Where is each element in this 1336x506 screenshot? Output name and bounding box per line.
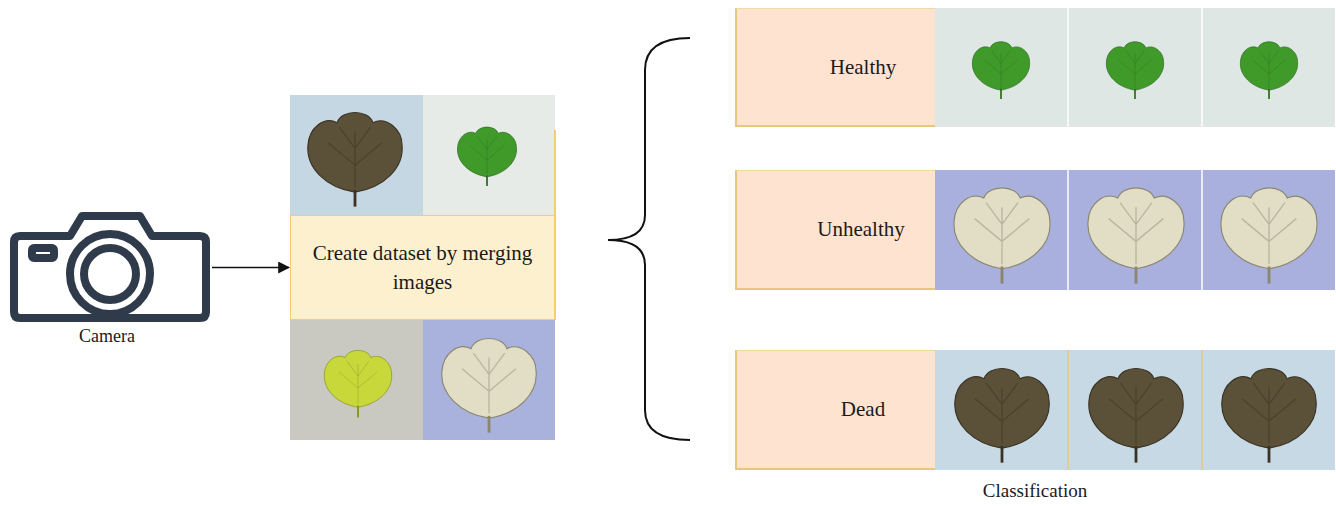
node-text: Unhealthy	[817, 215, 904, 243]
flow-arrow	[212, 267, 289, 269]
unhealthy-images	[935, 170, 1335, 290]
dataset-images	[290, 95, 555, 440]
camera-icon	[14, 216, 206, 318]
process-box: Create dataset by merging images	[290, 215, 555, 320]
class-box: Healthy	[735, 8, 935, 127]
device-label: Camera	[79, 324, 135, 348]
node-text: Create dataset by merging images	[303, 239, 542, 296]
section-label: Classification	[935, 480, 1135, 502]
camera-node: Camera	[10, 206, 210, 348]
class-box: Dead	[735, 350, 935, 470]
healthy-images	[935, 8, 1335, 127]
node-text: Dead	[841, 395, 885, 423]
bracket	[608, 38, 690, 440]
class-box: Unhealthy	[735, 170, 935, 290]
dead-images	[935, 350, 1335, 470]
node-text: Healthy	[830, 53, 896, 81]
